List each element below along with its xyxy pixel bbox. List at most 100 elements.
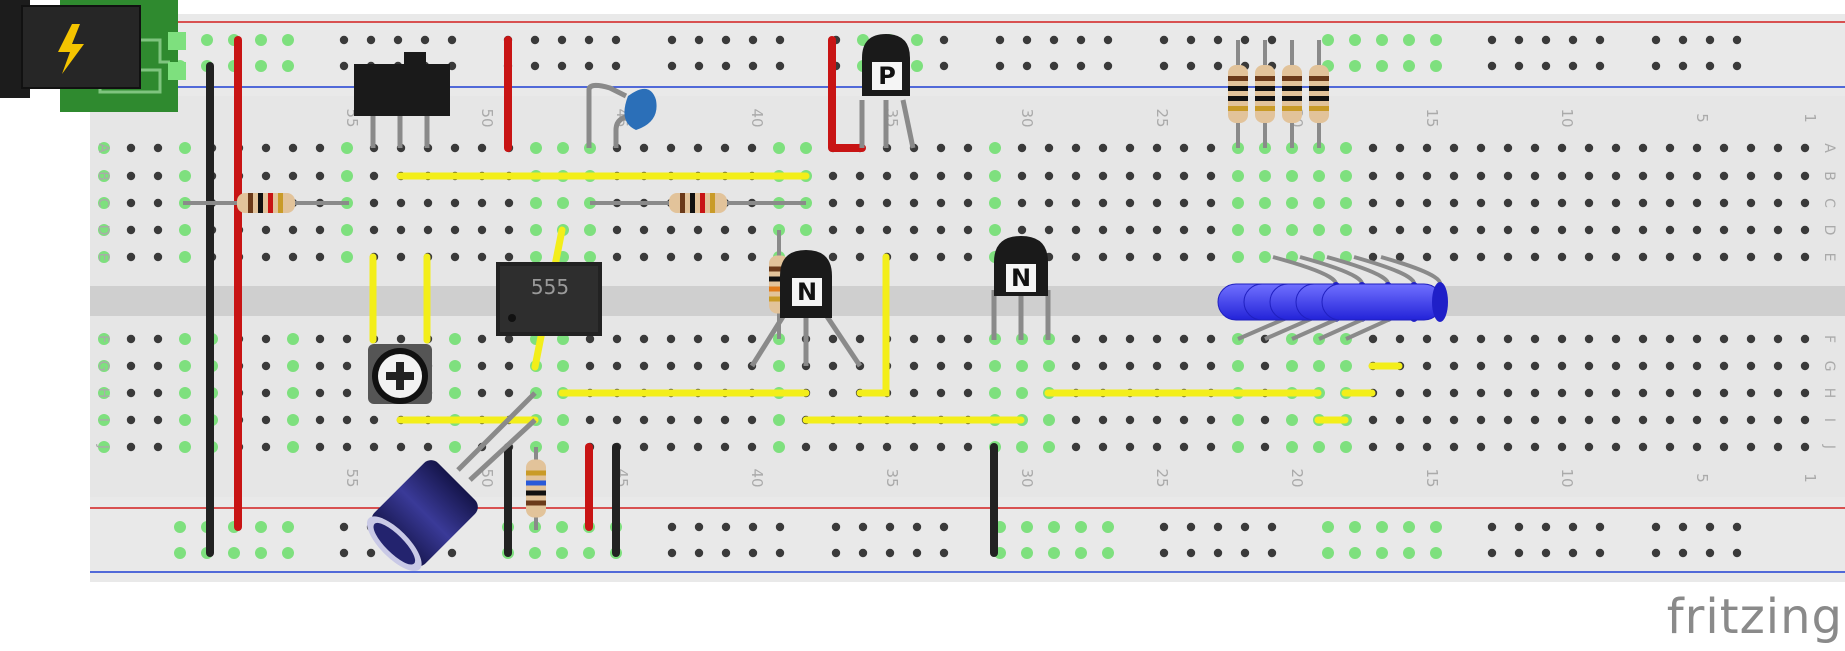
- rail-hole[interactable]: [557, 35, 567, 45]
- breadboard-hole[interactable]: [1449, 198, 1459, 208]
- breadboard-hole[interactable]: [1746, 198, 1756, 208]
- breadboard-hole[interactable]: [1800, 225, 1810, 235]
- breadboard-hole[interactable]: [1584, 334, 1594, 344]
- breadboard-hole[interactable]: [261, 252, 271, 262]
- rail-hole[interactable]: [1595, 522, 1605, 532]
- rail-hole[interactable]: [1240, 522, 1250, 532]
- breadboard-hole[interactable]: [1800, 388, 1810, 398]
- breadboard-hole[interactable]: [639, 143, 649, 153]
- breadboard-hole[interactable]: [1665, 334, 1675, 344]
- breadboard-hole[interactable]: [341, 251, 353, 263]
- breadboard-hole[interactable]: [585, 334, 595, 344]
- breadboard-hole[interactable]: [1313, 224, 1325, 236]
- breadboard-hole[interactable]: [828, 225, 838, 235]
- breadboard-hole[interactable]: [666, 143, 676, 153]
- breadboard-hole[interactable]: [153, 388, 163, 398]
- breadboard-hole[interactable]: [612, 334, 622, 344]
- breadboard-hole[interactable]: [747, 334, 757, 344]
- breadboard-hole[interactable]: [1665, 252, 1675, 262]
- rail-hole[interactable]: [1732, 522, 1742, 532]
- breadboard-hole[interactable]: [882, 225, 892, 235]
- breadboard-hole[interactable]: [801, 442, 811, 452]
- rail-hole[interactable]: [911, 34, 923, 46]
- breadboard-hole[interactable]: [1557, 334, 1567, 344]
- breadboard-hole[interactable]: [98, 224, 110, 236]
- breadboard-hole[interactable]: [1476, 334, 1486, 344]
- resistor[interactable]: [1255, 40, 1275, 148]
- breadboard-hole[interactable]: [909, 361, 919, 371]
- breadboard-hole[interactable]: [1719, 252, 1729, 262]
- breadboard-hole[interactable]: [1584, 225, 1594, 235]
- breadboard-hole[interactable]: [98, 333, 110, 345]
- rail-hole[interactable]: [1322, 547, 1334, 559]
- breadboard-hole[interactable]: [1340, 142, 1352, 154]
- breadboard-hole[interactable]: [153, 198, 163, 208]
- breadboard-hole[interactable]: [1584, 252, 1594, 262]
- breadboard-hole[interactable]: [1665, 388, 1675, 398]
- rail-hole[interactable]: [748, 35, 758, 45]
- breadboard-hole[interactable]: [261, 143, 271, 153]
- rail-hole[interactable]: [831, 548, 841, 558]
- breadboard-hole[interactable]: [1125, 442, 1135, 452]
- breadboard-hole[interactable]: [1071, 198, 1081, 208]
- rail-hole[interactable]: [858, 548, 868, 558]
- breadboard-hole[interactable]: [477, 252, 487, 262]
- breadboard-hole[interactable]: [1557, 171, 1567, 181]
- rail-hole[interactable]: [1159, 35, 1169, 45]
- rail-hole[interactable]: [1705, 522, 1715, 532]
- breadboard-hole[interactable]: [369, 442, 379, 452]
- breadboard-hole[interactable]: [1395, 171, 1405, 181]
- breadboard-hole[interactable]: [693, 252, 703, 262]
- rail-hole[interactable]: [1678, 522, 1688, 532]
- breadboard-hole[interactable]: [557, 360, 569, 372]
- resistor[interactable]: [1282, 40, 1302, 148]
- rail-hole[interactable]: [282, 547, 294, 559]
- rail-hole[interactable]: [912, 548, 922, 558]
- rail-hole[interactable]: [1349, 34, 1361, 46]
- breadboard-hole[interactable]: [477, 334, 487, 344]
- breadboard-hole[interactable]: [1368, 415, 1378, 425]
- breadboard-hole[interactable]: [179, 224, 191, 236]
- breadboard-hole[interactable]: [1530, 171, 1540, 181]
- breadboard-hole[interactable]: [153, 334, 163, 344]
- breadboard-hole[interactable]: [261, 442, 271, 452]
- breadboard-hole[interactable]: [530, 224, 542, 236]
- breadboard-hole[interactable]: [963, 442, 973, 452]
- breadboard-hole[interactable]: [747, 225, 757, 235]
- rail-hole[interactable]: [1651, 548, 1661, 558]
- rail-hole[interactable]: [282, 60, 294, 72]
- breadboard-hole[interactable]: [1286, 197, 1298, 209]
- breadboard-hole[interactable]: [1422, 442, 1432, 452]
- rail-hole[interactable]: [1541, 35, 1551, 45]
- breadboard-hole[interactable]: [1611, 361, 1621, 371]
- breadboard-hole[interactable]: [449, 333, 461, 345]
- breadboard-hole[interactable]: [1368, 442, 1378, 452]
- breadboard-hole[interactable]: [1638, 442, 1648, 452]
- breadboard-hole[interactable]: [98, 251, 110, 263]
- breadboard-hole[interactable]: [1098, 171, 1108, 181]
- breadboard-hole[interactable]: [1611, 171, 1621, 181]
- breadboard-hole[interactable]: [1611, 415, 1621, 425]
- breadboard-hole[interactable]: [1286, 414, 1298, 426]
- breadboard-hole[interactable]: [1638, 334, 1648, 344]
- breadboard-hole[interactable]: [342, 442, 352, 452]
- breadboard-hole[interactable]: [449, 360, 461, 372]
- breadboard-hole[interactable]: [341, 170, 353, 182]
- breadboard-hole[interactable]: [1395, 388, 1405, 398]
- breadboard-hole[interactable]: [1557, 388, 1567, 398]
- breadboard-hole[interactable]: [341, 224, 353, 236]
- breadboard-hole[interactable]: [1125, 225, 1135, 235]
- pnp-transistor[interactable]: P: [859, 34, 916, 149]
- breadboard-hole[interactable]: [315, 415, 325, 425]
- breadboard-hole[interactable]: [828, 252, 838, 262]
- breadboard-hole[interactable]: [1665, 225, 1675, 235]
- breadboard-hole[interactable]: [179, 142, 191, 154]
- breadboard-hole[interactable]: [1422, 361, 1432, 371]
- breadboard-hole[interactable]: [1800, 252, 1810, 262]
- breadboard-hole[interactable]: [855, 334, 865, 344]
- breadboard-hole[interactable]: [126, 225, 136, 235]
- rail-hole[interactable]: [1213, 522, 1223, 532]
- breadboard-hole[interactable]: [423, 225, 433, 235]
- rail-hole[interactable]: [255, 547, 267, 559]
- breadboard-hole[interactable]: [153, 252, 163, 262]
